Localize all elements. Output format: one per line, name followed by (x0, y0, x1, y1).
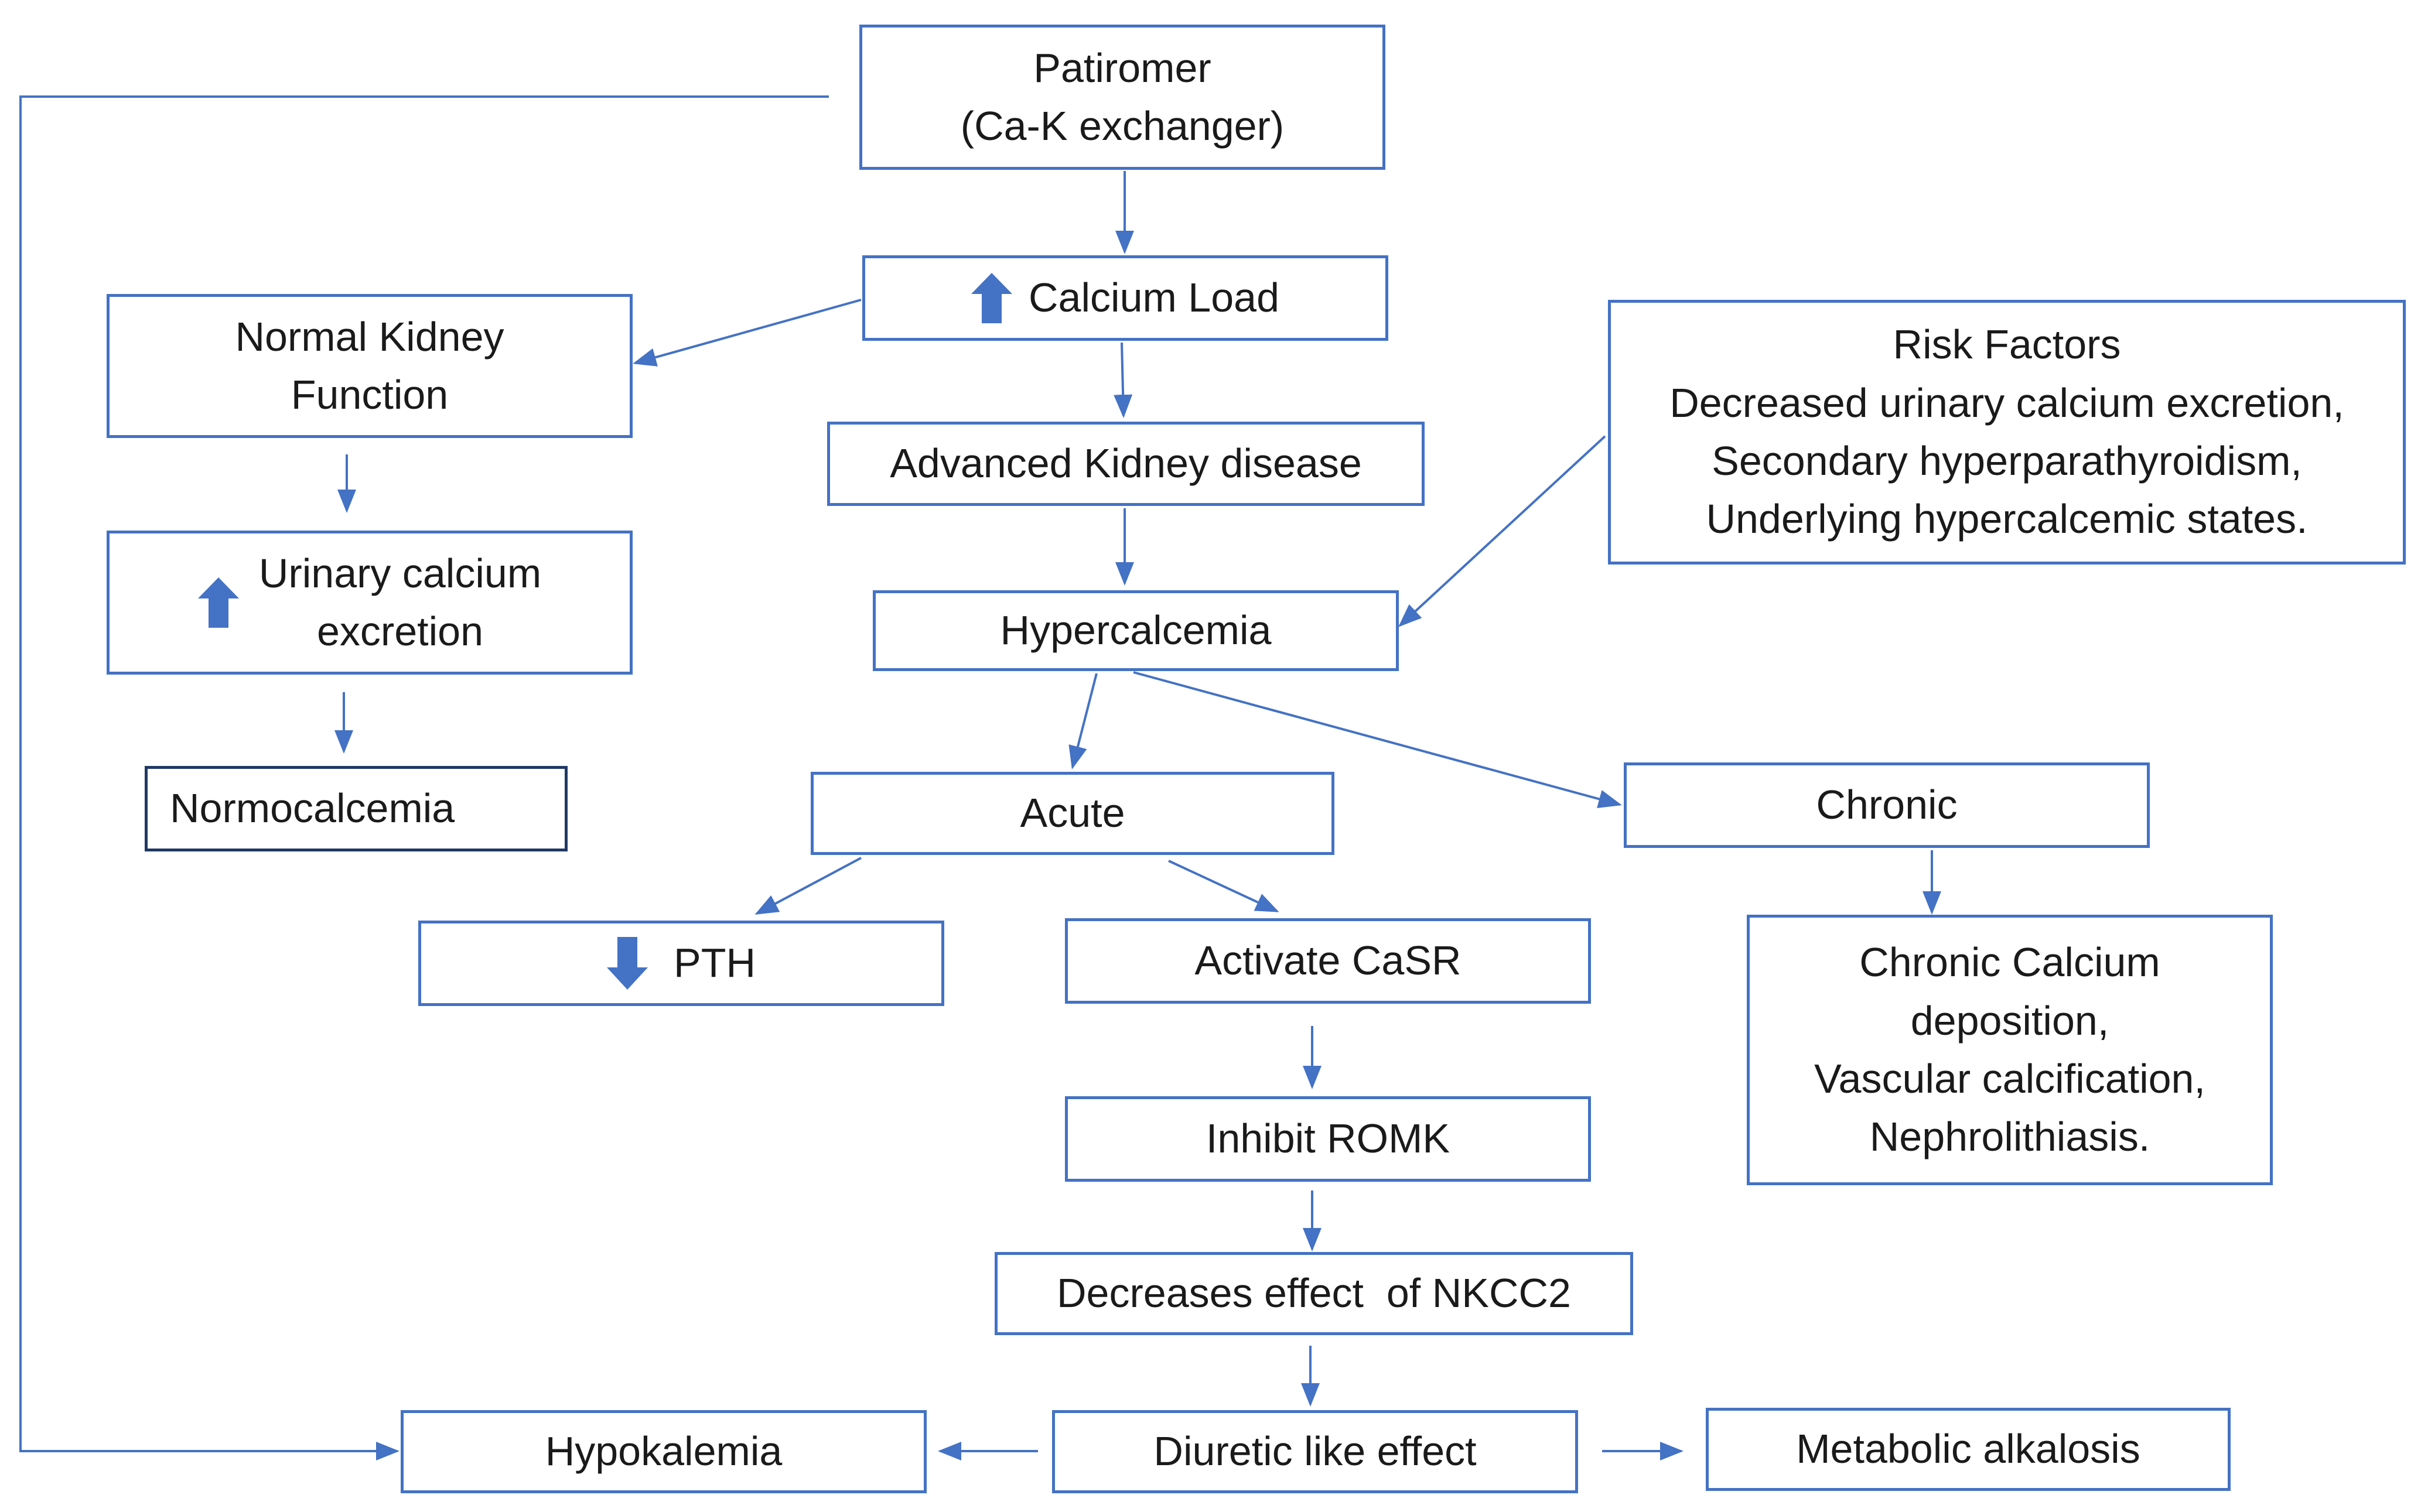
node-calcium-load: Calcium Load (862, 255, 1388, 341)
node-inhibit-romk-label: Inhibit ROMK (1206, 1116, 1450, 1162)
node-activate-casr-label: Activate CaSR (1194, 938, 1462, 984)
node-inhibit-romk: Inhibit ROMK (1065, 1096, 1591, 1182)
node-advanced-kidney-label: Advanced Kidney disease (890, 440, 1362, 487)
node-chronic: Chronic (1624, 762, 2150, 848)
node-chronic-calcium-deposition: Chronic Calcium deposition, Vascular cal… (1747, 915, 2273, 1185)
arrow-down-icon (607, 936, 648, 990)
arrow-patiromer-to-hypokalemia (19, 95, 829, 1460)
node-activate-casr: Activate CaSR (1065, 918, 1591, 1004)
node-decreases-nkcc2: Decreases effect of NKCC2 (995, 1252, 1633, 1335)
node-normal-kidney-line-2: Function (291, 372, 449, 418)
node-chronic-deposition-line-2: deposition, (1910, 997, 2109, 1044)
node-diuretic-like-effect: Diuretic like effect (1052, 1410, 1578, 1493)
node-hypokalemia-label: Hypokalemia (545, 1428, 783, 1475)
node-patiromer: Patiromer (Ca-K exchanger) (859, 25, 1385, 170)
node-metabolic-alkalosis: Metabolic alkalosis (1706, 1408, 2231, 1491)
arrow-hypercalcemia-to-chronic (1133, 671, 1622, 808)
arrow-up-icon (971, 272, 1012, 323)
node-decreases-nkcc2-label: Decreases effect of NKCC2 (1057, 1270, 1571, 1316)
node-metabolic-alkalosis-label: Metabolic alkalosis (1796, 1426, 2140, 1472)
arrow-up-icon (197, 577, 239, 628)
node-hypercalcemia-label: Hypercalcemia (1000, 607, 1272, 654)
arrow-acute-to-pth (754, 857, 862, 915)
node-pth: PTH (418, 921, 944, 1006)
arrow-calcium-load-to-normal-kidney (633, 299, 862, 367)
node-urinary-calcium-excretion: Urinary calcium excretion (107, 531, 633, 675)
node-risk-factors-title: Risk Factors (1893, 321, 2121, 368)
arrow-calcium-load-to-advanced-kidney (1114, 342, 1133, 418)
node-diuretic-label: Diuretic like effect (1153, 1428, 1477, 1475)
node-hypokalemia: Hypokalemia (401, 1410, 927, 1493)
node-normal-kidney-line-1: Normal Kidney (235, 313, 504, 360)
node-patiromer-line-2: (Ca-K exchanger) (960, 103, 1285, 149)
node-chronic-deposition-line-4: Nephrolithiasis. (1869, 1114, 2150, 1160)
node-chronic-deposition-line-3: Vascular calcification, (1814, 1056, 2205, 1101)
node-risk-factors-line-3: Secondary hyperparathyroidism, (1712, 438, 2302, 484)
node-chronic-deposition-line-1: Chronic Calcium (1859, 939, 2160, 986)
node-patiromer-line-1: Patiromer (1033, 45, 1211, 91)
node-risk-factors-line-4: Underlying hypercalcemic states. (1706, 496, 2308, 542)
node-advanced-kidney-disease: Advanced Kidney disease (827, 422, 1425, 506)
node-urinary-calcium-line-2: excretion (316, 608, 484, 654)
node-calcium-load-label: Calcium Load (1029, 275, 1279, 321)
node-chronic-label: Chronic (1816, 782, 1958, 828)
node-acute: Acute (811, 772, 1334, 855)
node-risk-factors-line-2: Decreased urinary calcium excretion, (1669, 379, 2344, 426)
arrow-risk-factors-to-hypercalcemia (1398, 435, 1606, 627)
node-pth-label: PTH (674, 940, 756, 986)
arrow-acute-to-activate-casr (1168, 860, 1279, 912)
node-normocalcemia-label: Normocalcemia (170, 785, 455, 832)
node-risk-factors: Risk Factors Decreased urinary calcium e… (1608, 300, 2406, 565)
node-patiromer-lines: Patiromer (Ca-K exchanger) (961, 39, 1284, 156)
arrow-hypercalcemia-to-acute (1068, 673, 1098, 769)
node-normocalcemia: Normocalcemia (145, 766, 568, 851)
node-normal-kidney-function: Normal Kidney Function (107, 294, 633, 438)
node-urinary-calcium-line-1: Urinary calcium (258, 550, 542, 596)
node-hypercalcemia: Hypercalcemia (873, 590, 1399, 671)
node-acute-label: Acute (1020, 790, 1125, 836)
